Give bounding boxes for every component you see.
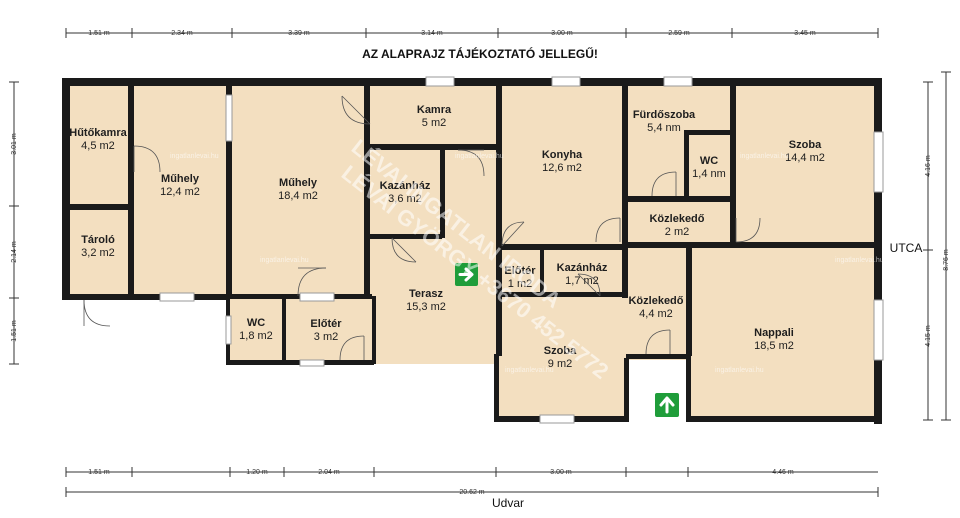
windows	[159, 76, 884, 424]
room-area-terasz: 15,3 m2	[406, 301, 446, 313]
top-dim-1: 1.51 m	[88, 30, 110, 37]
room-area-eloter-1: 1 m2	[508, 278, 532, 290]
room-area-muhely-large: 18,4 m2	[278, 190, 318, 202]
room-name-kozlekedo-2: Közlekedő	[628, 295, 683, 307]
room-name-wc-1: WC	[700, 155, 718, 167]
room-name-tarolo: Tároló	[81, 234, 115, 246]
watermark-site-5: ingatlanlevai.hu	[835, 257, 884, 264]
right-dim-2: 4.15 m	[925, 325, 932, 347]
yard-label: Udvar	[492, 496, 524, 510]
top-dim-6: 2.59 m	[668, 30, 690, 37]
total-width-line: 20.62 m	[65, 487, 879, 497]
left-dimension-line: 3.01 m 2.14 m 1.51 m	[9, 81, 19, 365]
doors	[83, 95, 761, 361]
room-name-kozlekedo-1: Közlekedő	[649, 213, 704, 225]
room-area-kazanhaz-2: 1,7 m2	[565, 275, 599, 287]
room-name-hutokamra: Hűtőkamra	[69, 127, 127, 139]
exit-arrow-up-icon	[655, 393, 679, 417]
room-area-muhely-small: 12,4 m2	[160, 186, 200, 198]
room-name-wc-2: WC	[247, 317, 265, 329]
watermark-site-4: ingatlanlevai.hu	[260, 257, 309, 264]
plan-disclaimer-title: AZ ALAPRAJZ TÁJÉKOZTATÓ JELLEGŰ!	[362, 46, 598, 61]
bottom-dim-2: 1.20 m	[246, 469, 268, 476]
room-area-eloter-2: 3 m2	[314, 331, 338, 343]
room-area-szoba-large: 14,4 m2	[785, 152, 825, 164]
room-area-wc-2: 1,8 m2	[239, 330, 273, 342]
room-name-nappali: Nappali	[754, 327, 794, 339]
room-area-nappali: 18,5 m2	[754, 340, 794, 352]
room-name-szoba-small: Szoba	[544, 345, 577, 357]
room-name-konyha: Konyha	[542, 149, 583, 161]
bottom-dimension-line: 1.51 m 1.20 m 2.04 m 3.00 m 4.46 m	[65, 467, 878, 477]
room-name-szoba-large: Szoba	[789, 139, 822, 151]
room-name-kazanhaz-2: Kazánház	[557, 262, 608, 274]
room-area-konyha: 12,6 m2	[542, 162, 582, 174]
bottom-dim-1: 1.51 m	[88, 469, 110, 476]
room-name-kamra: Kamra	[417, 104, 452, 116]
room-area-kamra: 5 m2	[422, 117, 446, 129]
right-dim-1: 4.16 m	[925, 155, 932, 177]
bottom-dim-4: 3.00 m	[550, 469, 572, 476]
room-area-furdoszoba: 5,4 nm	[647, 122, 681, 134]
room-name-terasz: Terasz	[409, 288, 444, 300]
room-area-kozlekedo-1: 2 m2	[665, 226, 689, 238]
bottom-dim-5: 4.46 m	[772, 469, 794, 476]
room-area-kazanhaz-1: 3,6 m2	[388, 193, 422, 205]
room-area-wc-1: 1,4 nm	[692, 168, 726, 180]
room-name-eloter-2: Előtér	[310, 318, 342, 330]
room-labels: Hűtőkamra 4,5 m2 Műhely 12,4 m2 Műhely 1…	[69, 104, 825, 370]
room-name-furdoszoba: Fürdőszoba	[633, 109, 696, 121]
room-name-muhely-small: Műhely	[161, 173, 200, 185]
top-dim-5: 3.00 m	[551, 30, 573, 37]
top-dim-2: 2.34 m	[171, 30, 193, 37]
left-dim-1: 3.01 m	[11, 133, 18, 155]
room-area-tarolo: 3,2 m2	[81, 247, 115, 259]
top-dimension-line: 1.51 m 2.34 m 3.39 m 3.14 m 3.00 m 2.59 …	[65, 28, 879, 38]
total-width-text: 20.62 m	[459, 489, 484, 496]
street-label: UTCA	[890, 241, 923, 255]
top-dim-4: 3.14 m	[421, 30, 443, 37]
room-area-hutokamra: 4,5 m2	[81, 140, 115, 152]
left-dim-2: 2.14 m	[11, 241, 18, 263]
watermark-site-3: ingatlanlevai.hu	[740, 153, 789, 160]
room-name-kazanhaz-1: Kazánház	[380, 180, 431, 192]
watermark-site-1: ingatlanlevai.hu	[170, 153, 219, 160]
room-fills	[66, 82, 878, 420]
watermark-site-2: ingatlanlevai.hu	[455, 153, 504, 160]
room-name-muhely-large: Műhely	[279, 177, 318, 189]
exit-arrow-right-icon	[455, 263, 478, 286]
top-dim-7: 3.45 m	[794, 30, 816, 37]
left-dim-3: 1.51 m	[11, 320, 18, 342]
room-area-kozlekedo-2: 4,4 m2	[639, 308, 673, 320]
top-dim-3: 3.39 m	[288, 30, 310, 37]
bottom-dim-3: 2.04 m	[318, 469, 340, 476]
room-name-eloter-1: Előtér	[504, 265, 536, 277]
right-total-height: 8.76 m	[943, 249, 950, 271]
right-dimension-lines: 4.16 m 4.15 m 8.76 m	[923, 71, 951, 421]
room-area-szoba-small: 9 m2	[548, 358, 572, 370]
watermark-site-6: ingatlanlevai.hu	[505, 367, 554, 374]
watermark-site-7: ingatlanlevai.hu	[715, 367, 764, 374]
